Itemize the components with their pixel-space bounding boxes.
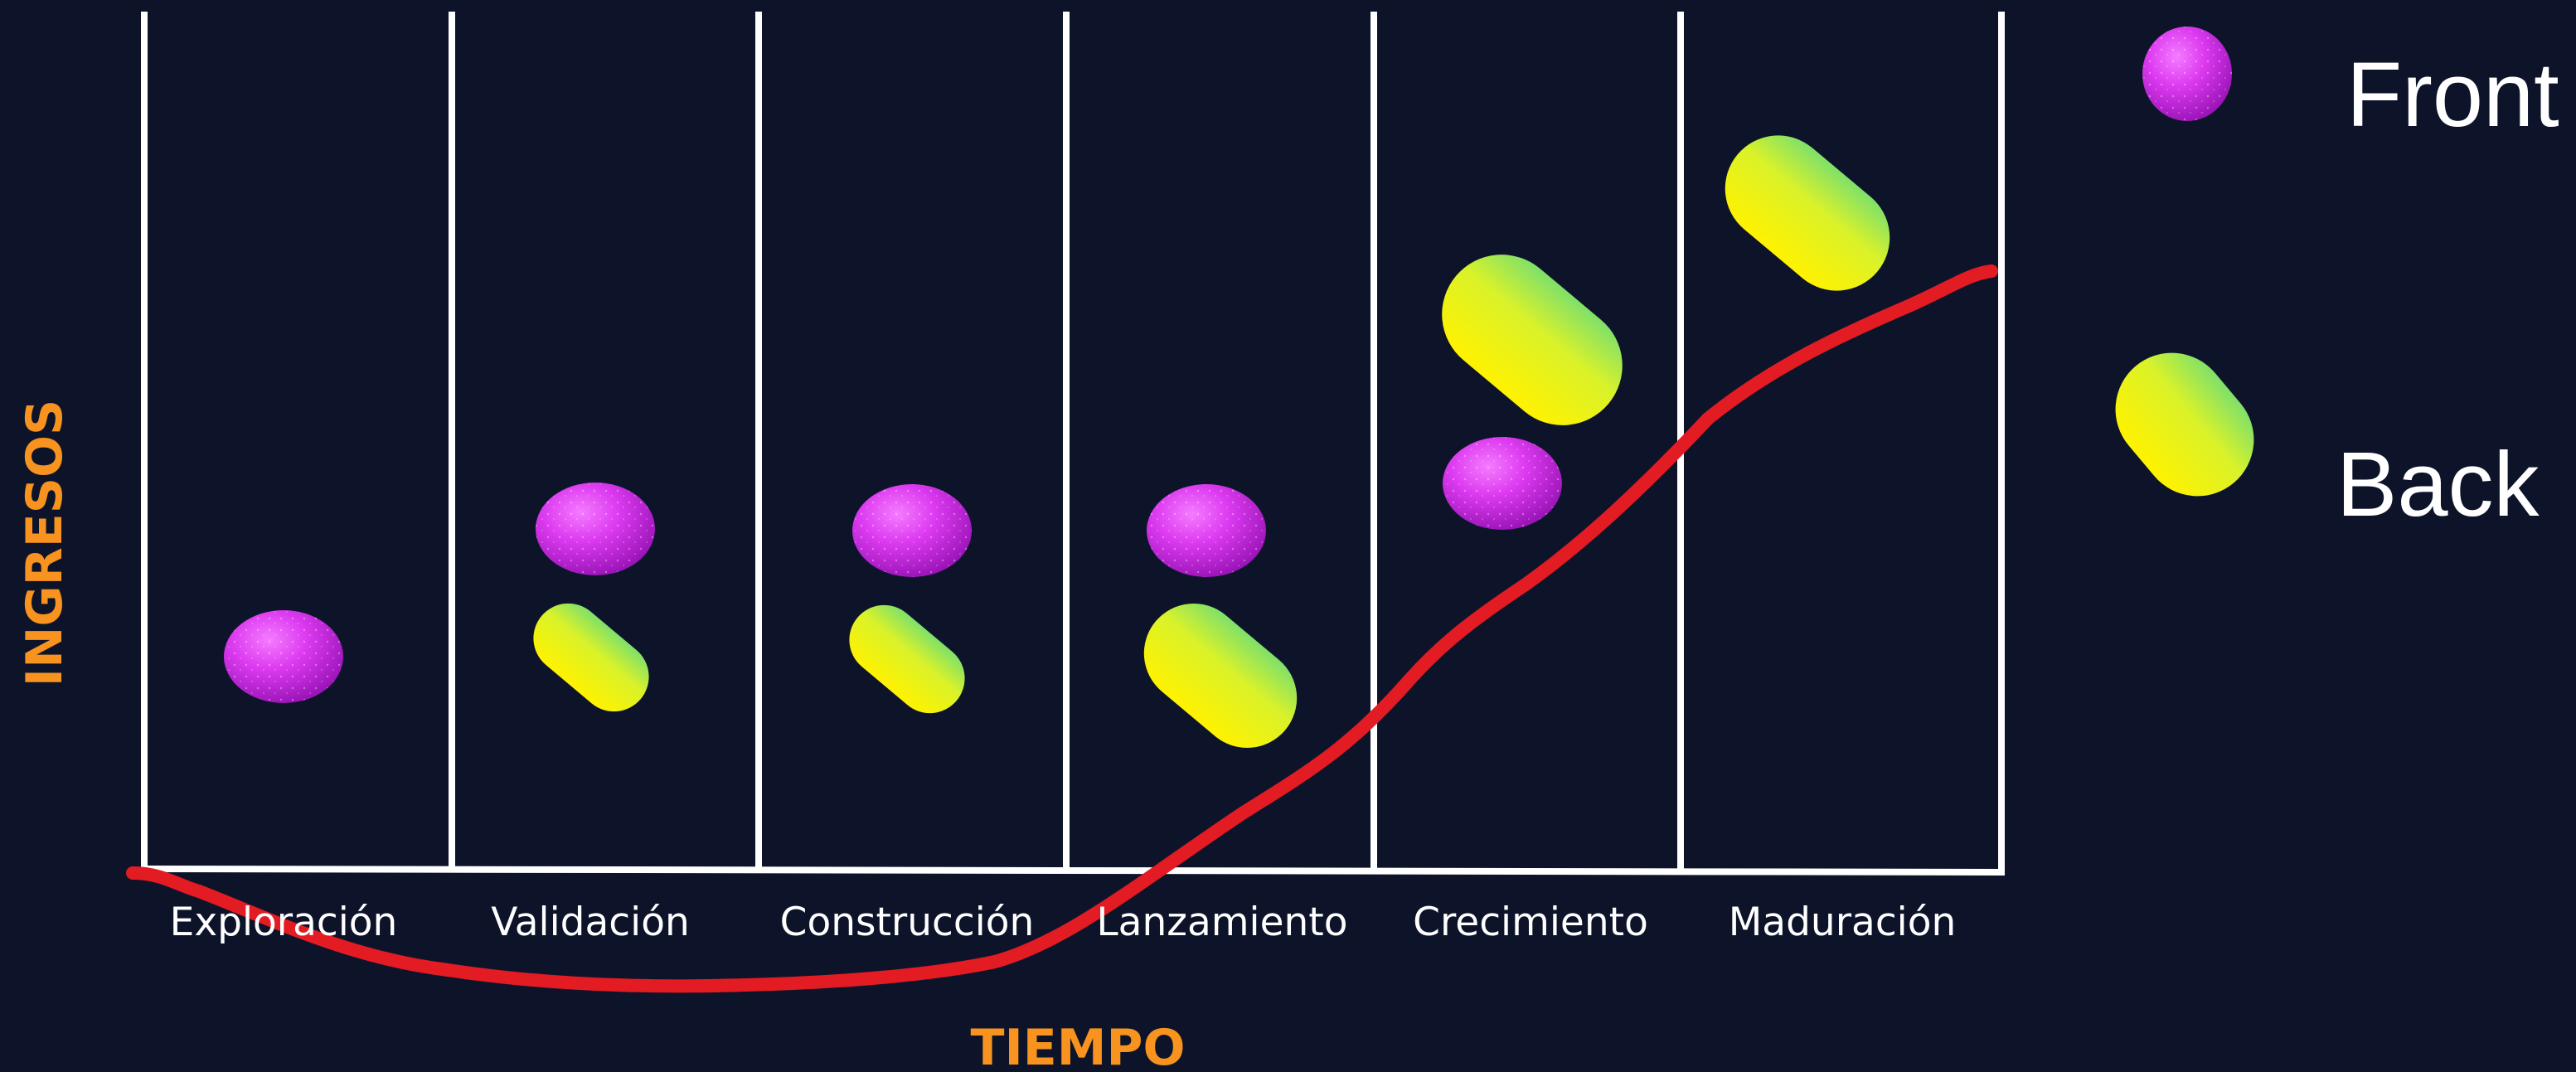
stage-label-exploracion: Exploración [170, 900, 398, 945]
stage-label-maduracion: Maduración [1729, 900, 1957, 945]
back-capsule-icon [1143, 604, 1298, 748]
back-capsule-icon [533, 603, 649, 712]
legend-front-sphere-icon [2142, 27, 2232, 121]
legend-back-label: Back [2336, 434, 2540, 536]
back-capsule-icon [849, 604, 965, 714]
legend-front-label: Front [2346, 44, 2559, 146]
stage-label-validacion: Validación [491, 900, 690, 945]
x-axis-baseline [143, 866, 2002, 876]
revenue-curve [126, 264, 1998, 993]
back-capsule-icon [1442, 255, 1623, 425]
y-axis-title: INGRESOS [16, 400, 74, 686]
back-capsule-icon [1725, 135, 1890, 291]
back-icons [533, 135, 1890, 748]
legend: Front Back [2115, 27, 2559, 536]
stage-label-construccion: Construcción [780, 900, 1035, 945]
front-sphere-icon [1147, 484, 1266, 577]
stage-label-crecimiento: Crecimiento [1413, 900, 1648, 945]
front-icons [224, 437, 1562, 703]
stage-label-lanzamiento: Lanzamiento [1097, 900, 1348, 945]
legend-back-capsule-icon [2115, 352, 2254, 497]
stage-labels: Exploración Validación Construcción Lanz… [170, 900, 1957, 945]
x-axis-title: TIEMPO [971, 1019, 1186, 1072]
front-sphere-icon [852, 484, 972, 577]
front-sphere-icon [536, 483, 655, 575]
front-sphere-icon [224, 610, 343, 703]
front-sphere-icon [1443, 437, 1562, 530]
